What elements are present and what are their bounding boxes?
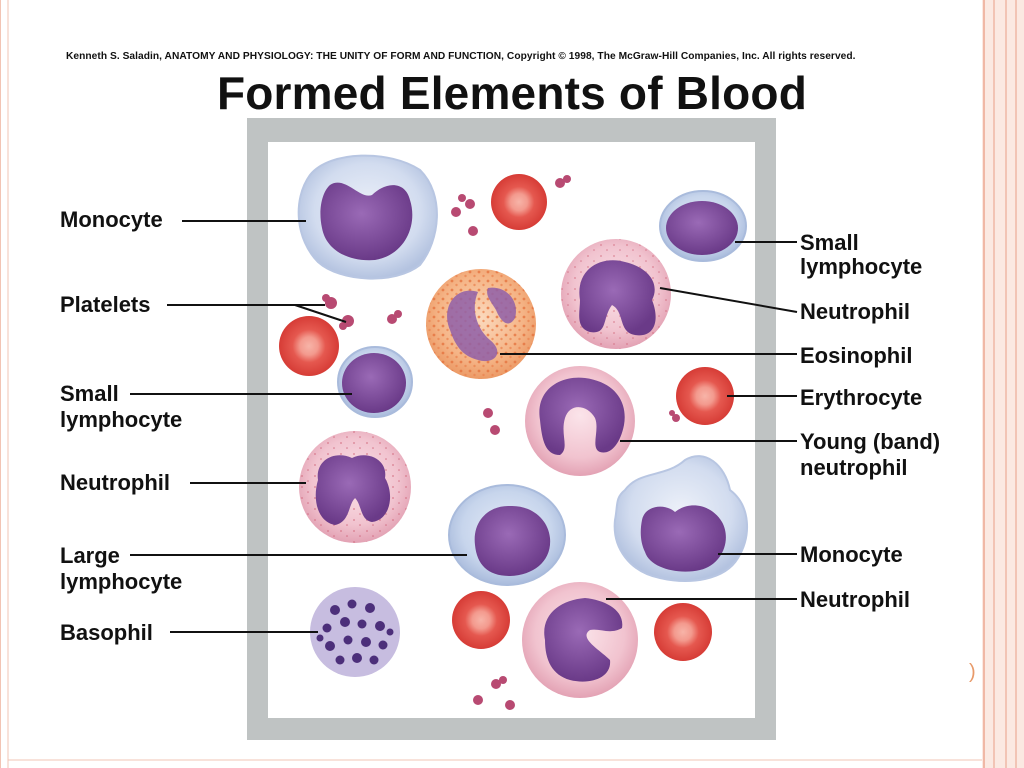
small-lymphocyte-cell-left — [337, 346, 413, 418]
label-band-neutrophil-line2: neutrophil — [800, 455, 908, 480]
platelets-center — [483, 408, 680, 435]
neutrophil-cell-top — [561, 239, 671, 349]
label-small-lymphocyte-left-line2: lymphocyte — [60, 407, 183, 432]
erythrocyte-top-center — [491, 174, 547, 230]
label-small-lymphocyte-left-line1: Small — [60, 381, 119, 406]
label-small-lymphocyte-right-line1: Small — [800, 230, 859, 255]
large-lymphocyte-cell — [448, 484, 566, 586]
label-large-lymphocyte-line2: lymphocyte — [60, 569, 183, 594]
label-basophil: Basophil — [60, 620, 153, 645]
label-platelets: Platelets — [60, 292, 151, 317]
label-neutrophil-left: Neutrophil — [60, 470, 170, 495]
label-neutrophil-right-bottom: Neutrophil — [800, 587, 910, 612]
label-monocyte-left: Monocyte — [60, 207, 163, 232]
eosinophil-cell — [426, 269, 536, 379]
label-large-lymphocyte-line1: Large — [60, 543, 120, 568]
page-title: Formed Elements of Blood — [0, 66, 1024, 120]
label-monocyte-right: Monocyte — [800, 542, 903, 567]
svg-text:): ) — [969, 661, 976, 683]
platelets-top-center — [451, 175, 571, 236]
erythrocyte-bottom-left — [452, 591, 510, 649]
copyright-credit: Kenneth S. Saladin, ANATOMY AND PHYSIOLO… — [66, 51, 856, 62]
basophil-cell — [310, 587, 400, 677]
label-small-lymphocyte-right-line2: lymphocyte — [800, 254, 923, 279]
label-eosinophil: Eosinophil — [800, 343, 913, 368]
platelets-bottom — [473, 676, 515, 710]
band-neutrophil-cell — [525, 366, 635, 476]
label-band-neutrophil-line1: Young (band) — [800, 429, 941, 454]
platelets-left — [322, 294, 402, 330]
leader-lines — [130, 220, 798, 633]
small-lymphocyte-cell-top-right — [659, 190, 747, 262]
erythrocyte-bottom-right — [654, 603, 712, 661]
neutrophil-cell-bottom — [522, 582, 638, 698]
monocyte-cell-top-left — [297, 154, 438, 280]
label-erythrocyte: Erythrocyte — [800, 385, 923, 410]
neutrophil-cell-left — [299, 431, 411, 543]
erythrocyte-left — [279, 316, 339, 376]
monocyte-cell-right — [613, 455, 748, 582]
label-neutrophil-right-top: Neutrophil — [800, 299, 910, 324]
erythrocyte-right — [676, 367, 734, 425]
title-text: Formed Elements of Blood — [216, 67, 808, 119]
